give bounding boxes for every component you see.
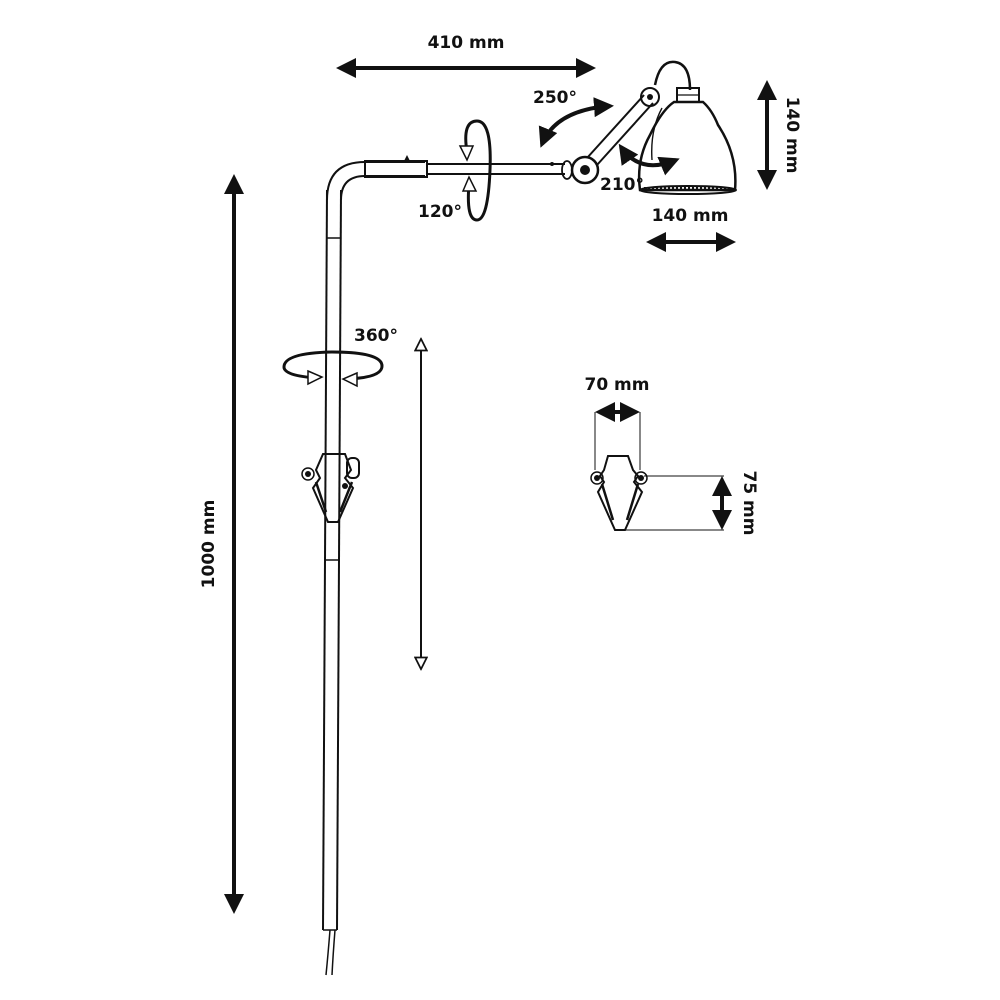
dimension-bracket-width: 70 mm: [584, 375, 650, 470]
label-rotation-210: 210°: [600, 175, 644, 195]
power-cable: [325, 929, 331, 976]
label-arm-length: 410 mm: [428, 33, 505, 53]
wall-bracket: [301, 453, 360, 523]
lamp-upper-arm: [586, 87, 660, 166]
rotation-120: 120°: [418, 119, 492, 222]
label-bracket-height: 75 mm: [739, 470, 759, 535]
label-rotation-360: 360°: [354, 326, 398, 346]
lamp-arm: [364, 155, 565, 178]
label-total-height: 1000 mm: [199, 500, 219, 589]
lamp-illustration: [301, 60, 737, 976]
label-bracket-width: 70 mm: [584, 375, 649, 395]
dimension-shade-height: 140 mm: [757, 80, 802, 190]
bracket-detail-drawing: [590, 455, 648, 531]
label-shade-width: 140 mm: [652, 206, 729, 226]
dimension-410mm: 410 mm: [336, 33, 596, 78]
rotation-360: 360°: [282, 326, 398, 388]
dimension-total-height: 1000 mm: [199, 174, 244, 914]
dimension-shade-width: 140 mm: [646, 206, 736, 252]
rotation-210: 210°: [600, 143, 680, 195]
lamp-pole: [322, 189, 342, 931]
rotation-250: 250°: [533, 88, 614, 148]
dimension-bracket-height: 75 mm: [624, 470, 759, 536]
lamp-shade: [637, 60, 737, 195]
lamp-joint: [561, 155, 600, 185]
label-shade-height: 140 mm: [782, 97, 802, 174]
label-rotation-120: 120°: [418, 202, 462, 222]
label-rotation-250: 250°: [533, 88, 577, 108]
bracket-detail: 70 mm 75 mm: [584, 375, 759, 536]
